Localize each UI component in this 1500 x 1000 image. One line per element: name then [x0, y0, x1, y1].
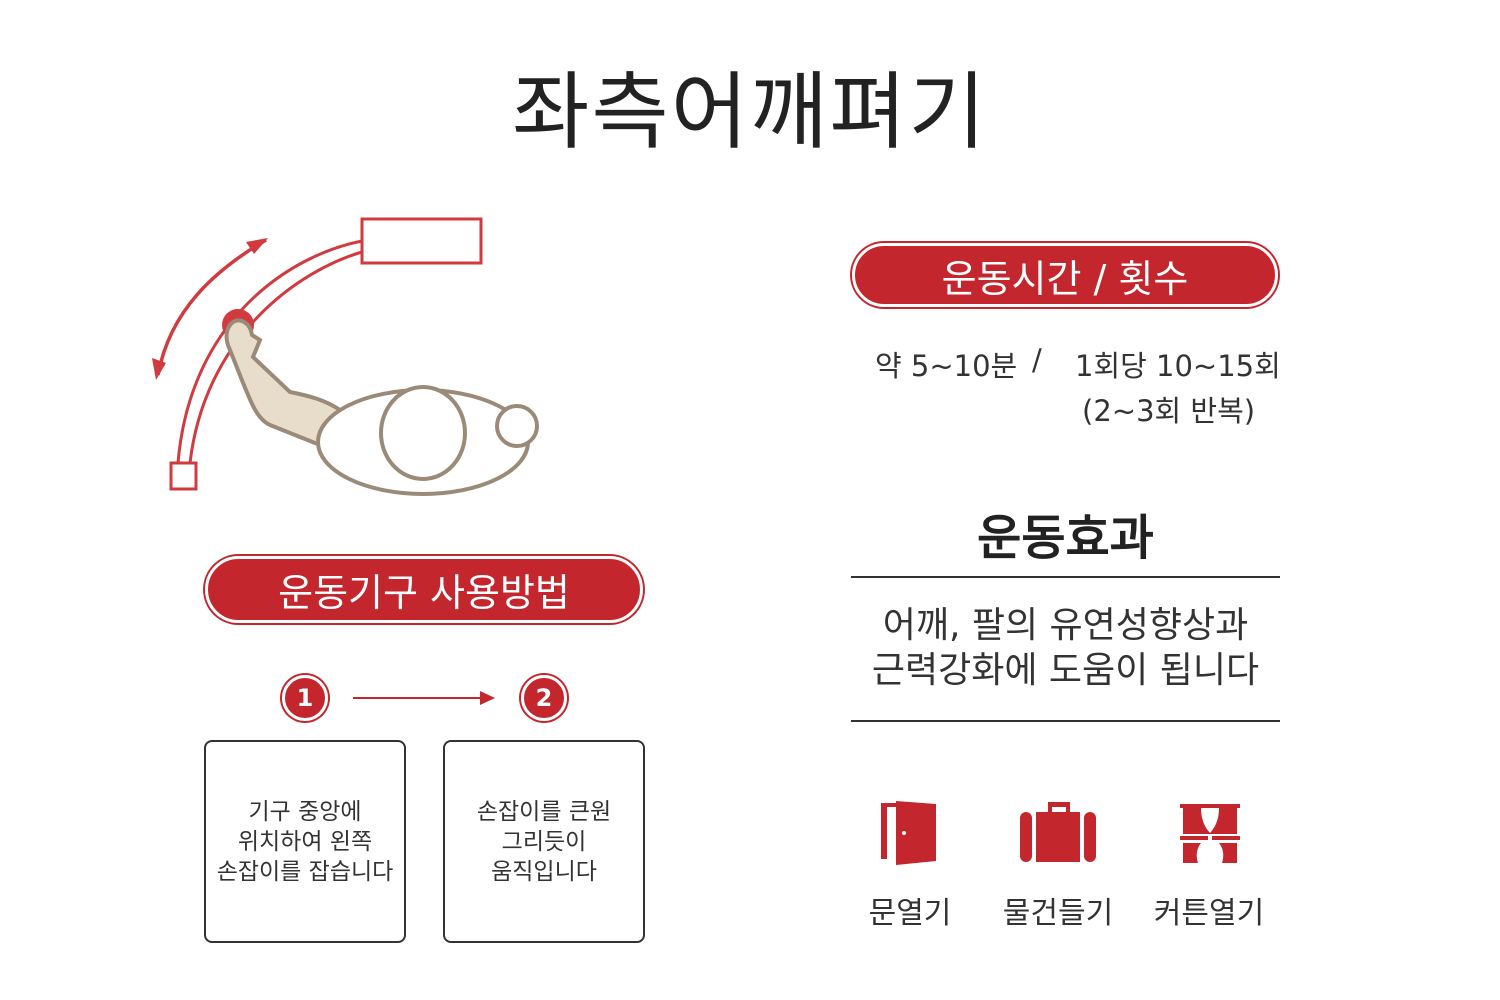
- equipment-bottom-block: [169, 461, 198, 491]
- effect-line-1: 어깨, 팔의 유연성향상과: [882, 605, 1249, 646]
- step-text: 기구 중앙에: [248, 798, 362, 825]
- activity-label: 물건들기: [1002, 896, 1114, 931]
- effect-heading: 운동효과: [977, 510, 1154, 566]
- step-number: 2: [521, 675, 567, 721]
- arrow-right-icon: [353, 691, 495, 705]
- door-icon: [881, 801, 936, 865]
- usage-method-pill: 운동기구 사용방법: [205, 556, 643, 623]
- effect-line-2: 근력강화에 도움이 됩니다: [871, 650, 1260, 691]
- step-card: 기구 중앙에 위치하여 왼쪽 손잡이를 잡습니다: [204, 740, 406, 943]
- effect-text: 어깨, 팔의 유연성향상과 근력강화에 도움이 됩니다: [851, 603, 1280, 693]
- suitcase-icon: [1020, 802, 1096, 862]
- rotation-arrow: [156, 238, 267, 376]
- head: [379, 385, 467, 481]
- step-text: 그리듯이: [501, 828, 587, 855]
- separator: /: [1032, 343, 1042, 377]
- divider: [851, 720, 1280, 722]
- equipment-top-block: [360, 217, 483, 265]
- reps-text: 1회당 10~15회: [1075, 349, 1281, 383]
- step-number: 1: [282, 675, 328, 721]
- page-title: 좌측어깨펴기: [512, 63, 988, 161]
- step-card: 손잡이를 큰원 그리듯이 움직입니다: [443, 740, 645, 943]
- activity-label: 문열기: [868, 896, 952, 931]
- curtain-icon: [1180, 804, 1240, 863]
- step-text: 손잡이를 잡습니다: [216, 858, 394, 885]
- duration-text: 약 5~10분: [875, 349, 1018, 383]
- activity-label: 커튼열기: [1153, 896, 1265, 931]
- step-text: 움직입니다: [491, 858, 597, 885]
- exercise-time-pill: 운동시간 / 횟수: [852, 243, 1278, 307]
- divider: [851, 576, 1280, 578]
- step-text: 손잡이를 큰원: [476, 798, 612, 825]
- sets-text: (2~3회 반복): [1082, 394, 1256, 428]
- shoulder-exercise-illustration: [152, 217, 539, 496]
- step-text: 위치하여 왼쪽: [237, 828, 373, 855]
